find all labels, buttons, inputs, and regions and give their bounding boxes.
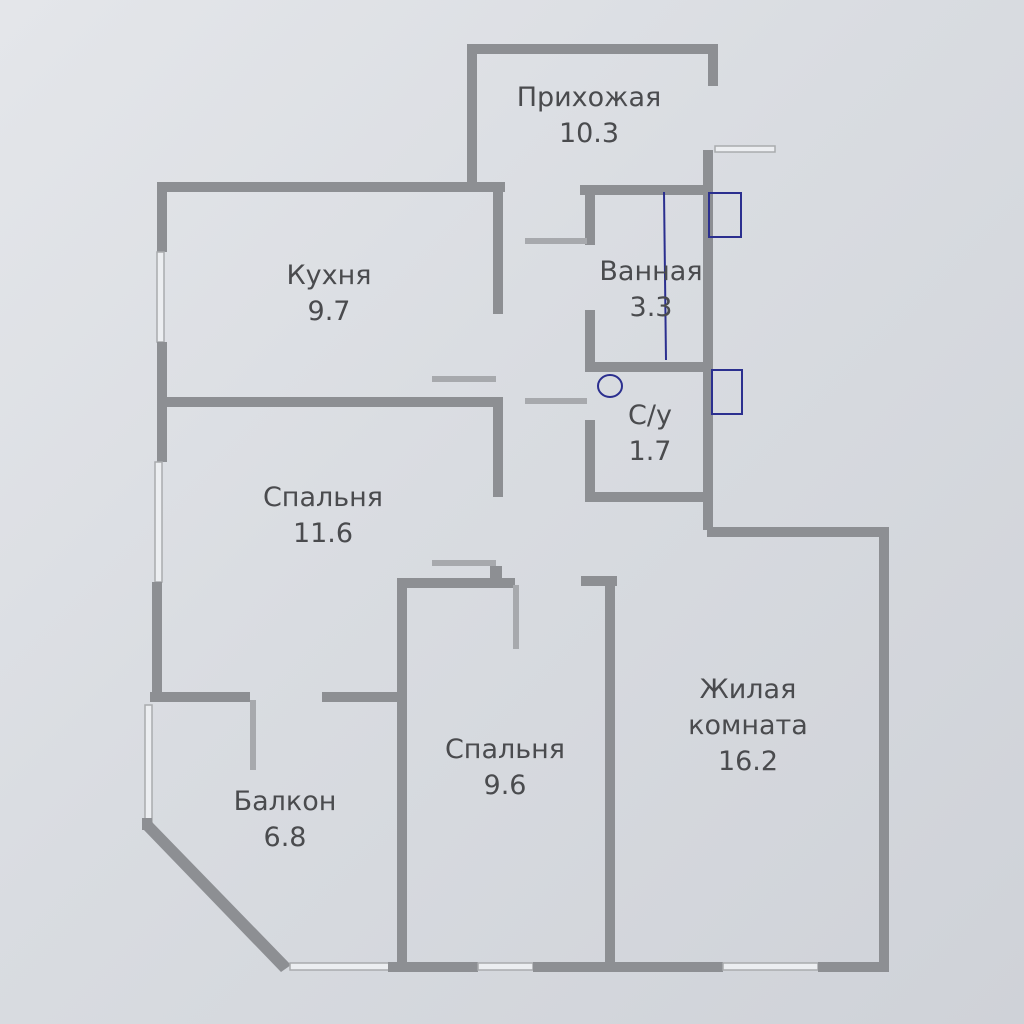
living-room-walls <box>707 527 889 970</box>
room-label-bathroom: Ванная 3.3 <box>599 256 703 323</box>
room-label-bedroom-small: Спальня 9.6 <box>444 734 566 801</box>
room-label-kitchen: Кухня 9.7 <box>286 260 372 327</box>
room-label-hallway: Прихожая 10.3 <box>516 82 662 149</box>
hallway-walls <box>467 44 776 186</box>
room-label-wc: С/у 1.7 <box>628 400 672 467</box>
bedroom-small-walls <box>397 576 617 970</box>
room-label-bedroom-large: Спальня 11.6 <box>262 482 384 549</box>
bath-walls <box>525 150 713 530</box>
room-label-balcony: Балкон 6.8 <box>233 786 337 853</box>
room-label-living-room: Жилая комната 16.2 <box>688 674 808 777</box>
pen-annotations <box>597 191 743 415</box>
bedroom-large-walls <box>150 402 503 770</box>
balcony-walls <box>142 704 391 972</box>
kitchen-walls <box>156 182 505 407</box>
bottom-wall <box>388 962 889 972</box>
